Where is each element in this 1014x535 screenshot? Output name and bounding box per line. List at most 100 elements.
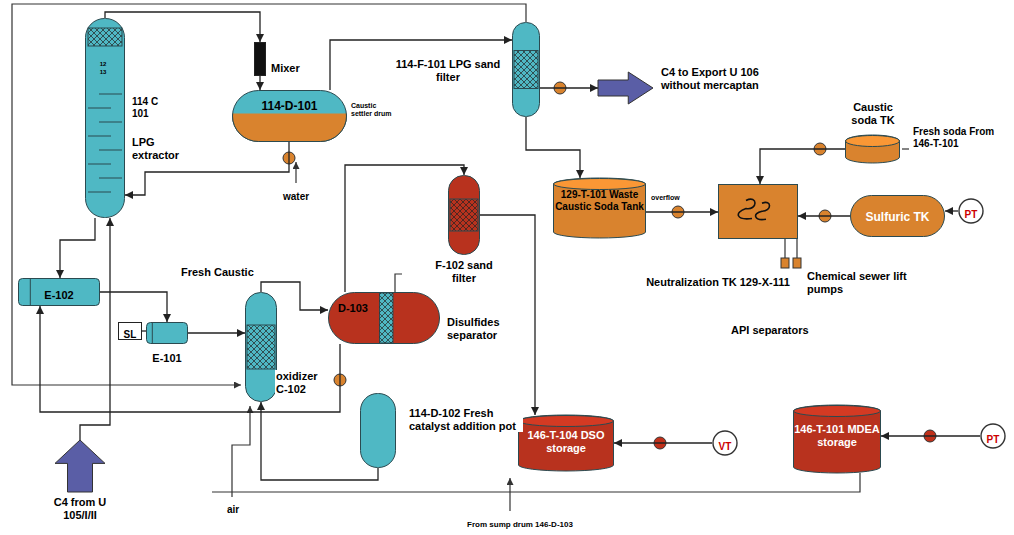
vessel-body bbox=[86, 19, 125, 218]
vessel-body bbox=[361, 394, 396, 468]
vessel-outline bbox=[85, 18, 125, 218]
equipment-tag: 146-T-104 DSO storage bbox=[518, 429, 614, 454]
stream-label: water bbox=[282, 191, 310, 203]
equipment-tag: VT bbox=[719, 441, 732, 453]
fresh-soda-line bbox=[902, 148, 909, 149]
stream-label: Fresh Caustic bbox=[180, 266, 255, 279]
equipment-tag: Mixer bbox=[270, 62, 301, 75]
packing-bed bbox=[88, 28, 122, 46]
pipe-line bbox=[614, 442, 712, 443]
sand-filter: 114-F-101 LPG sand filter bbox=[512, 22, 540, 117]
coalescer-pad bbox=[380, 293, 393, 343]
truck-connection: PT bbox=[980, 423, 1006, 449]
mdea-line bbox=[212, 473, 860, 492]
vessel-body bbox=[449, 176, 480, 255]
drum-body bbox=[233, 91, 347, 142]
flow-arrow bbox=[598, 72, 653, 104]
pipe-line bbox=[945, 210, 958, 211]
tray-number: 13 bbox=[100, 69, 107, 76]
stream-label: overflow bbox=[650, 194, 681, 202]
vessel-outline bbox=[598, 72, 653, 104]
pipe-line bbox=[188, 332, 245, 333]
equipment-tag: C4 to Export U 106 without mercaptan bbox=[660, 66, 770, 91]
tray-number: 12 bbox=[100, 61, 107, 68]
equipment-tag: 114-D-102 Fresh catalyst addition pot bbox=[408, 407, 523, 432]
truck-connection: PT bbox=[958, 198, 984, 224]
pipe-line bbox=[646, 211, 718, 212]
pipe-line bbox=[100, 292, 167, 322]
filter-bed bbox=[450, 199, 478, 231]
tank-roof bbox=[846, 136, 900, 147]
tank-body bbox=[794, 405, 881, 473]
tray-line bbox=[99, 178, 122, 179]
vessel-outline bbox=[254, 42, 266, 76]
pipe-line bbox=[259, 76, 260, 90]
lift-pump bbox=[781, 258, 789, 268]
pipe-line bbox=[142, 330, 146, 331]
exchanger-shell bbox=[147, 323, 188, 344]
pipe-line bbox=[881, 435, 980, 436]
pipe-line bbox=[40, 306, 340, 412]
tray-line bbox=[99, 122, 122, 123]
pipe-line bbox=[760, 149, 845, 184]
separator-drum: D-103Disulfides separator bbox=[328, 292, 440, 344]
sump-line bbox=[509, 478, 510, 511]
pipe-line bbox=[80, 218, 110, 440]
static-mixer: Mixer bbox=[254, 42, 266, 76]
equipment-name: Caustic settler drum bbox=[350, 102, 398, 118]
filter-bed bbox=[514, 51, 538, 89]
export-arrow: C4 to Export U 106 without mercaptan bbox=[598, 72, 653, 104]
tank-roof bbox=[519, 416, 614, 427]
vessel-outline bbox=[360, 393, 396, 468]
exchanger-shell bbox=[19, 279, 100, 306]
equipment-name: LPG extractor bbox=[131, 136, 193, 161]
circle-body bbox=[981, 424, 1005, 448]
recycle-line bbox=[12, 4, 526, 385]
storage-tank: 129-T-101 Waste Caustic Soda Tank bbox=[553, 178, 646, 238]
equipment-tag: Sulfuric TK bbox=[865, 211, 929, 225]
tray-line bbox=[99, 94, 122, 95]
equipment-label: API separators bbox=[730, 324, 810, 337]
storage-tank: 146-T-104 DSO storage bbox=[518, 415, 614, 471]
tube-sheet bbox=[152, 323, 153, 343]
vessel-outline bbox=[845, 135, 900, 163]
tank-roof bbox=[794, 406, 881, 417]
vessel-outline bbox=[718, 184, 798, 239]
storage-tank: Caustic soda TK bbox=[845, 135, 900, 163]
vessel-outline bbox=[328, 292, 440, 344]
equipment-tag: 114-D-101 bbox=[261, 100, 317, 114]
vessel-outline bbox=[245, 292, 277, 402]
heat-exchanger: E-101 bbox=[146, 322, 188, 344]
heat-exchanger: E-102 bbox=[18, 278, 100, 306]
flow-arrow bbox=[55, 440, 105, 492]
neutralization-tank: Neutralization TK 129-X-111 bbox=[718, 184, 798, 239]
pipe-line bbox=[526, 117, 580, 178]
stream-label: From sump drum 146-D-103 bbox=[466, 520, 574, 529]
water-line bbox=[295, 162, 296, 183]
vessel-outline bbox=[232, 90, 347, 142]
pipe-line bbox=[105, 12, 260, 42]
vent-line bbox=[395, 274, 402, 292]
tube-sheet bbox=[30, 279, 31, 305]
equipment-label: Chemical sewer lift pumps bbox=[806, 270, 916, 295]
equipment-tag: PT bbox=[987, 434, 1000, 446]
tank-body bbox=[519, 415, 614, 471]
vessel-outline bbox=[55, 440, 105, 492]
equipment-tag: 146-T-101 MDEA storage bbox=[793, 423, 881, 448]
tank-roof bbox=[554, 179, 646, 190]
sand-filter: F-102 sand filter bbox=[448, 175, 480, 255]
coalescer-band bbox=[380, 293, 393, 343]
acid-tank: Sulfuric TK bbox=[850, 195, 945, 237]
pipe-line bbox=[798, 215, 850, 216]
circle-body bbox=[713, 431, 737, 455]
feed-arrow: C4 from U 105/I/II bbox=[55, 440, 105, 492]
filter-bed bbox=[247, 325, 275, 369]
equipment-tag: E-102 bbox=[44, 289, 73, 302]
tank-body bbox=[846, 135, 900, 163]
stream-label: Fresh soda From 146-T-101 bbox=[912, 126, 1008, 149]
settler-drum: 114-D-101Caustic settler drum bbox=[232, 90, 347, 142]
equipment-tag: Caustic soda TK bbox=[840, 101, 906, 126]
circle-body bbox=[959, 199, 983, 223]
steam-box: SL bbox=[118, 322, 142, 340]
truck-connection: VT bbox=[712, 430, 738, 456]
